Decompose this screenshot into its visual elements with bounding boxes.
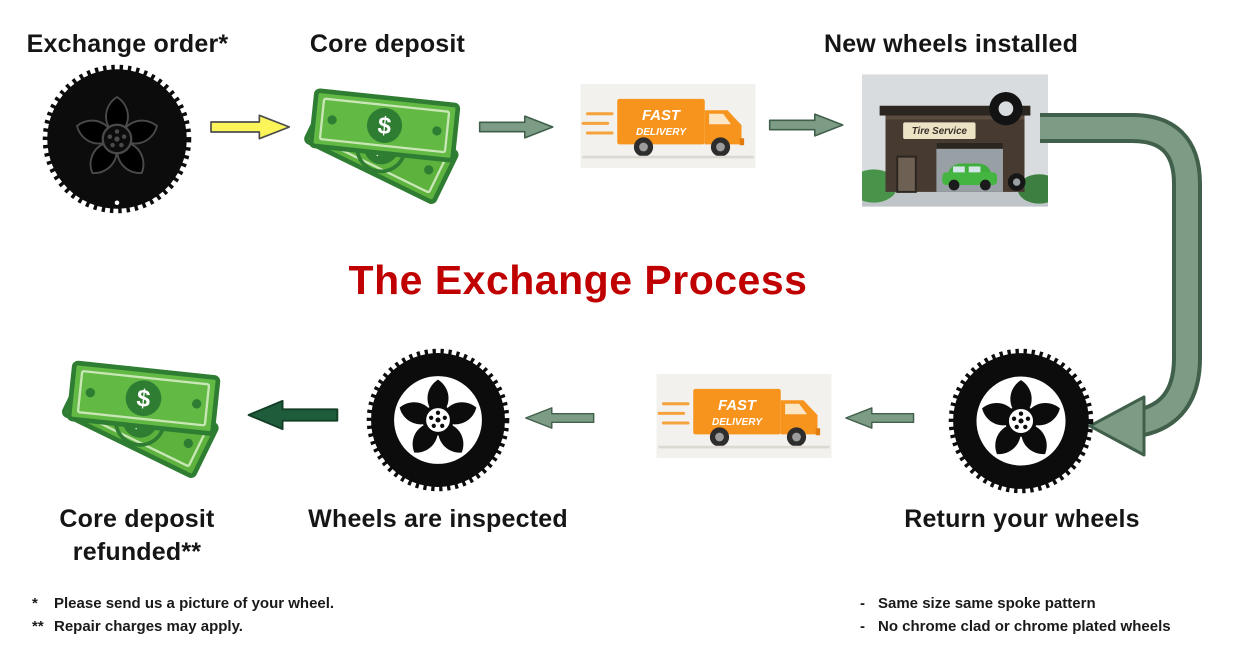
arrow-left-green-icon [843, 405, 915, 431]
footnotes-right: - Same size same spoke pattern - No chro… [860, 595, 1171, 635]
label-core-deposit-refunded-line2: refunded** [72, 537, 202, 566]
footnote-text: No chrome clad or chrome plated wheels [878, 618, 1171, 635]
label-core-deposit: Core deposit [309, 30, 466, 58]
footnote-row: ** Repair charges may apply. [32, 618, 334, 635]
footnote-row: - Same size same spoke pattern [860, 595, 1171, 612]
label-wheels-are-inspected: Wheels are inspected [308, 505, 568, 533]
arrow-right-green-icon [764, 111, 850, 139]
delivery-truck-icon: FAST DELIVERY [580, 84, 756, 168]
label-new-wheels-installed: New wheels installed [823, 30, 1079, 58]
label-exchange-order: Exchange order* [26, 30, 229, 58]
page-title: The Exchange Process [348, 257, 808, 303]
footnote-row: * Please send us a picture of your wheel… [32, 595, 334, 612]
money-icon: $ $ [54, 342, 234, 478]
footnote-marker: - [860, 595, 865, 612]
arrow-right-green-icon [474, 113, 560, 141]
arrow-left-green-icon [520, 405, 598, 431]
dollar-sign: $ [135, 385, 152, 413]
dollar-sign: $ [376, 112, 393, 140]
wheel-icon [948, 348, 1094, 494]
footnote-row: - No chrome clad or chrome plated wheels [860, 618, 1171, 635]
arrow-left-dark-green-icon [243, 398, 341, 432]
footnote-text: Please send us a picture of your wheel. [54, 595, 335, 612]
truck-text-delivery: DELIVERY [712, 417, 763, 428]
label-return-your-wheels: Return your wheels [904, 505, 1140, 533]
shop-sign-text: Tire Service [912, 126, 968, 137]
footnote-marker: * [32, 595, 38, 612]
arrow-right-yellow-icon [204, 112, 298, 142]
wheel-icon [366, 348, 510, 492]
delivery-truck-icon: FAST DELIVERY [656, 374, 832, 458]
footnote-marker: ** [32, 618, 44, 635]
truck-text-delivery: DELIVERY [636, 127, 687, 138]
footnotes-left: * Please send us a picture of your wheel… [32, 595, 334, 635]
footnote-text: Same size same spoke pattern [878, 595, 1096, 612]
money-icon: $ $ [296, 70, 474, 204]
truck-text-fast: FAST [718, 398, 758, 414]
footnote-text: Repair charges may apply. [54, 618, 243, 635]
label-core-deposit-refunded-line1: Core deposit [59, 505, 215, 533]
curved-arrow-icon [1040, 100, 1225, 460]
truck-text-fast: FAST [642, 108, 682, 124]
footnote-marker: - [860, 618, 865, 635]
label-core-deposit-refunded: Core deposit refunded** [32, 503, 242, 568]
black-wheel-icon [42, 64, 192, 214]
tire-shop-icon: Tire Service [862, 74, 1048, 207]
